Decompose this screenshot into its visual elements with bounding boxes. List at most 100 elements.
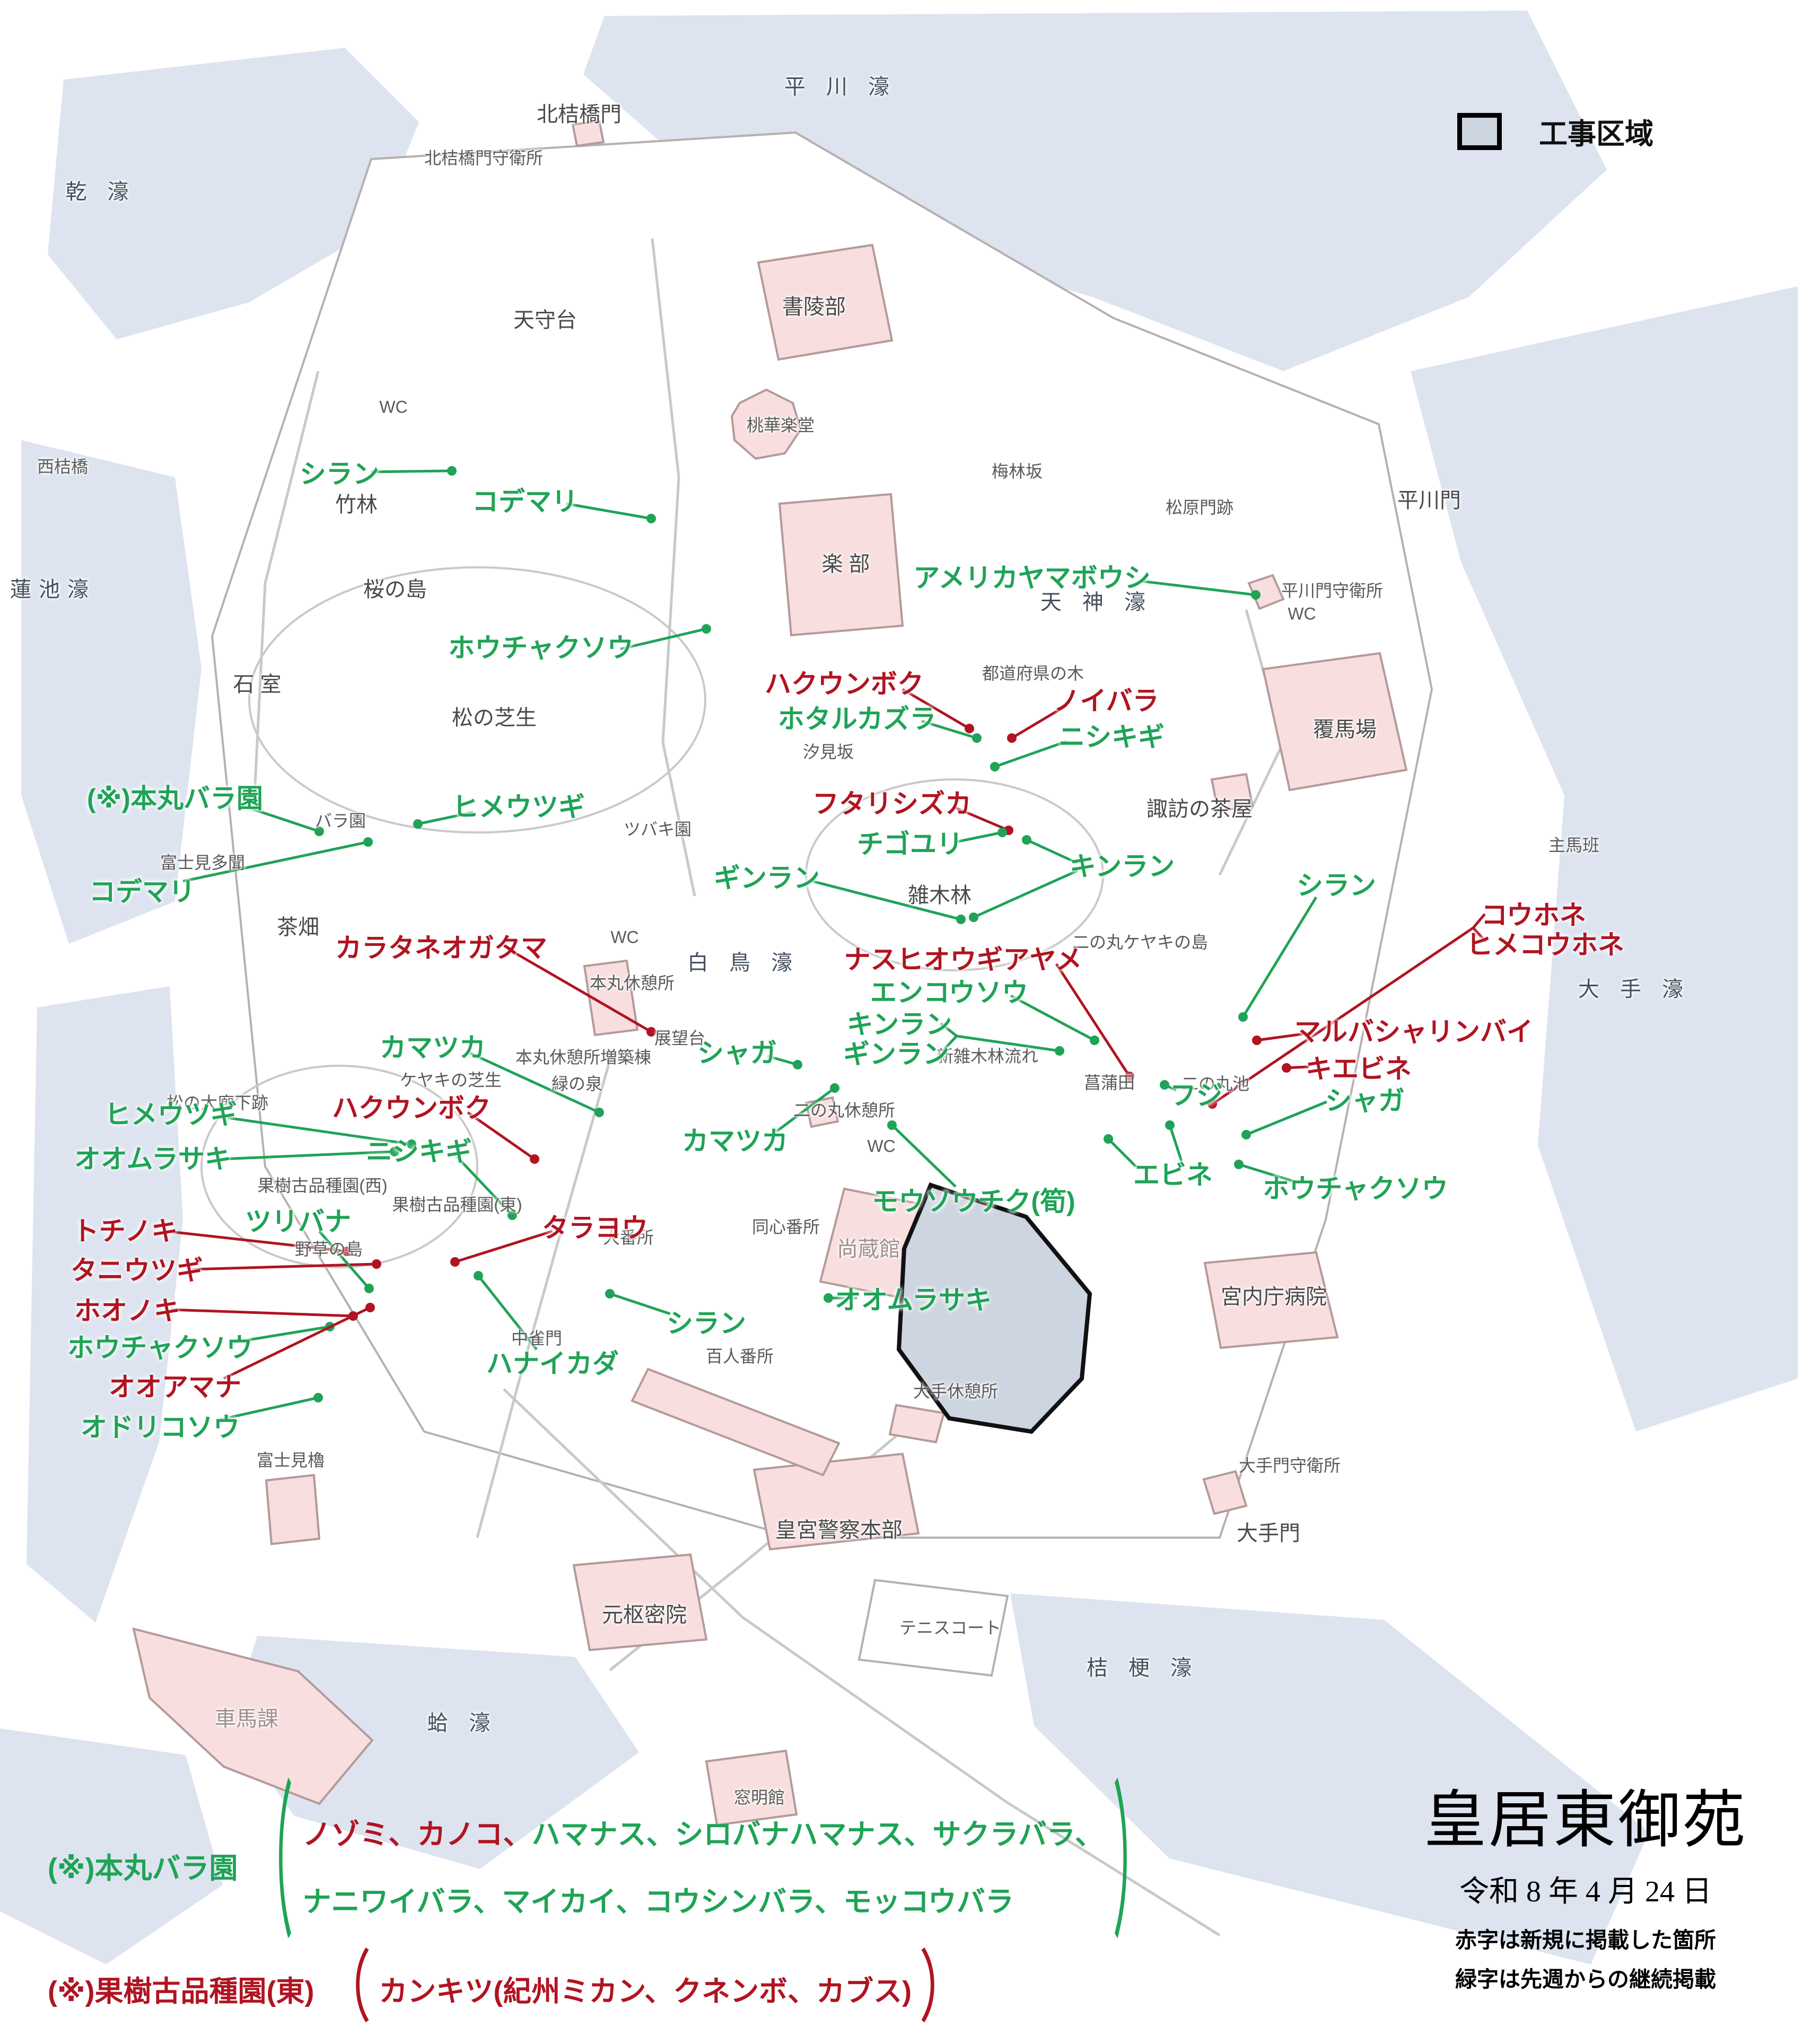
plant-label: シラン [1297,871,1376,900]
leader-dot [1090,1036,1099,1045]
leader-line [956,1034,1060,1052]
leader-dot [1252,1036,1262,1045]
map-label: WC [379,397,408,417]
map-label: 桔 梗 濠 [1086,1656,1200,1680]
map-label: 二の丸休憩所 [793,1101,896,1120]
leader-line [973,869,1079,919]
leader-line [467,1111,536,1161]
rose-garden-items: ノゾミ、カノコ、ハマナス、シロバナハマナス、サクラバラ、 ナニワイバラ、マイカイ… [302,1811,1103,1920]
plant-label: カラタネオガタマ [335,933,547,963]
leader-dot [447,466,457,476]
plant-label: キエビネ [1306,1054,1412,1084]
path-line [253,371,320,796]
map-label: 皇宮警察本部 [775,1519,903,1542]
leader-dot [1165,1120,1175,1130]
bracket-close: ） [1112,1770,1159,1959]
note-new-entries: 赤字は新規に掲載した箇所 [1455,1927,1716,1952]
moat-shape [27,986,183,1622]
leader-dot [1055,1046,1064,1056]
leader-dot [390,1147,399,1156]
leader-line [417,811,474,826]
leader-dot [1160,1080,1169,1090]
leader-line [1238,1163,1298,1184]
leader-dot [830,1083,839,1093]
leader-dot [605,1289,615,1299]
leader-line [371,469,452,473]
construction-area [896,1182,1092,1434]
map-label: ケヤキの芝生 [399,1071,502,1090]
plant-label: カマツカ [682,1126,788,1156]
map-label: 白 鳥 濠 [687,951,800,975]
leader-line [1010,994,1096,1042]
map-label: 主馬班 [1548,836,1600,855]
leader-line [1168,1125,1183,1162]
leader-line [509,949,652,1033]
building-shape [1210,773,1254,813]
leader-line [170,1308,354,1318]
plant-list-item: シロバナハマナス、 [675,1819,933,1850]
leader-dot [474,1271,483,1280]
plant-label: アメリカヤマボウシ [913,563,1151,593]
rose-items-line1: ノゾミ、カノコ、ハマナス、シロバナハマナス、サクラバラ、 [302,1811,1103,1853]
leader-line [318,1230,370,1289]
map-label: 石 室 [233,673,282,696]
map-label: 桜の島 [363,578,427,601]
rose-items-line2: ナニワイバラ、マイカイ、コウシンバラ、モッコウバラ [302,1878,1103,1920]
map-label: 茶畑 [277,916,319,939]
leader-dot [702,624,711,634]
leader-line [223,1306,371,1380]
leader-dot [1007,733,1017,743]
leader-dot [997,828,1007,837]
leader-dot [824,1293,833,1303]
plant-label: ホウチャクソウ [448,633,634,663]
moat-shape [0,1729,223,1964]
plant-label: タラヨウ [542,1213,648,1243]
leader-bracket [940,1035,958,1054]
map-label: 松の大廊下跡 [166,1093,269,1112]
plant-list-item: カノコ、 [417,1819,532,1850]
leader-line [165,1230,347,1253]
plant-label: シャガ [697,1038,777,1068]
map-label: 竹林 [335,493,378,516]
lawn-outline [248,566,706,834]
leader-dot [646,1027,656,1037]
leader-dot [507,1210,517,1220]
leader-line [1107,1138,1137,1168]
map-label: 梅林坂 [991,462,1043,481]
leader-dot [1241,1130,1251,1139]
plant-label: ギンラン [843,1039,949,1069]
leader-dot [887,1120,897,1130]
map-label: 天 神 濠 [1040,591,1153,614]
orchard-items: カンキツ(紀州ミカン、クネンボ、カブス) [379,1968,912,2010]
map-label: 大手休憩所 [913,1382,999,1401]
plant-label: (※)本丸バラ園 [87,784,263,813]
map-label: 本丸休憩所 [589,973,675,993]
plant-label: オオムラサキ [835,1285,992,1315]
leader-dot [972,733,982,743]
plant-label: ニシキギ [1058,722,1165,752]
moat-shape [1010,1593,1649,1964]
map-label: 大 手 濠 [1578,978,1691,1001]
leader-line [454,1230,553,1264]
leader-line [477,1275,538,1350]
map-label: 百人番所 [705,1347,774,1366]
plant-label: ヒメコウホネ [1466,930,1624,960]
leader-line [1246,1100,1327,1136]
leader-line [1141,580,1256,596]
plant-list-item: サクラバラ、 [932,1819,1104,1850]
leader-dot [450,1257,460,1267]
plant-label: ホオノキ [74,1296,180,1326]
leader-dot [363,837,373,847]
leader-dot [1234,1160,1244,1169]
plant-label: コデマリ [89,877,195,907]
page-title: 皇居東御苑 [1423,1786,1747,1855]
map-label: 本丸休憩所増築棟 [515,1048,652,1067]
plant-label: ホウチャクソウ [67,1333,253,1363]
plant-list-item: モッコウバラ [843,1886,1014,1918]
map-label: WC [610,927,639,947]
building-shape [888,1403,946,1444]
leader-dot [1251,590,1261,600]
